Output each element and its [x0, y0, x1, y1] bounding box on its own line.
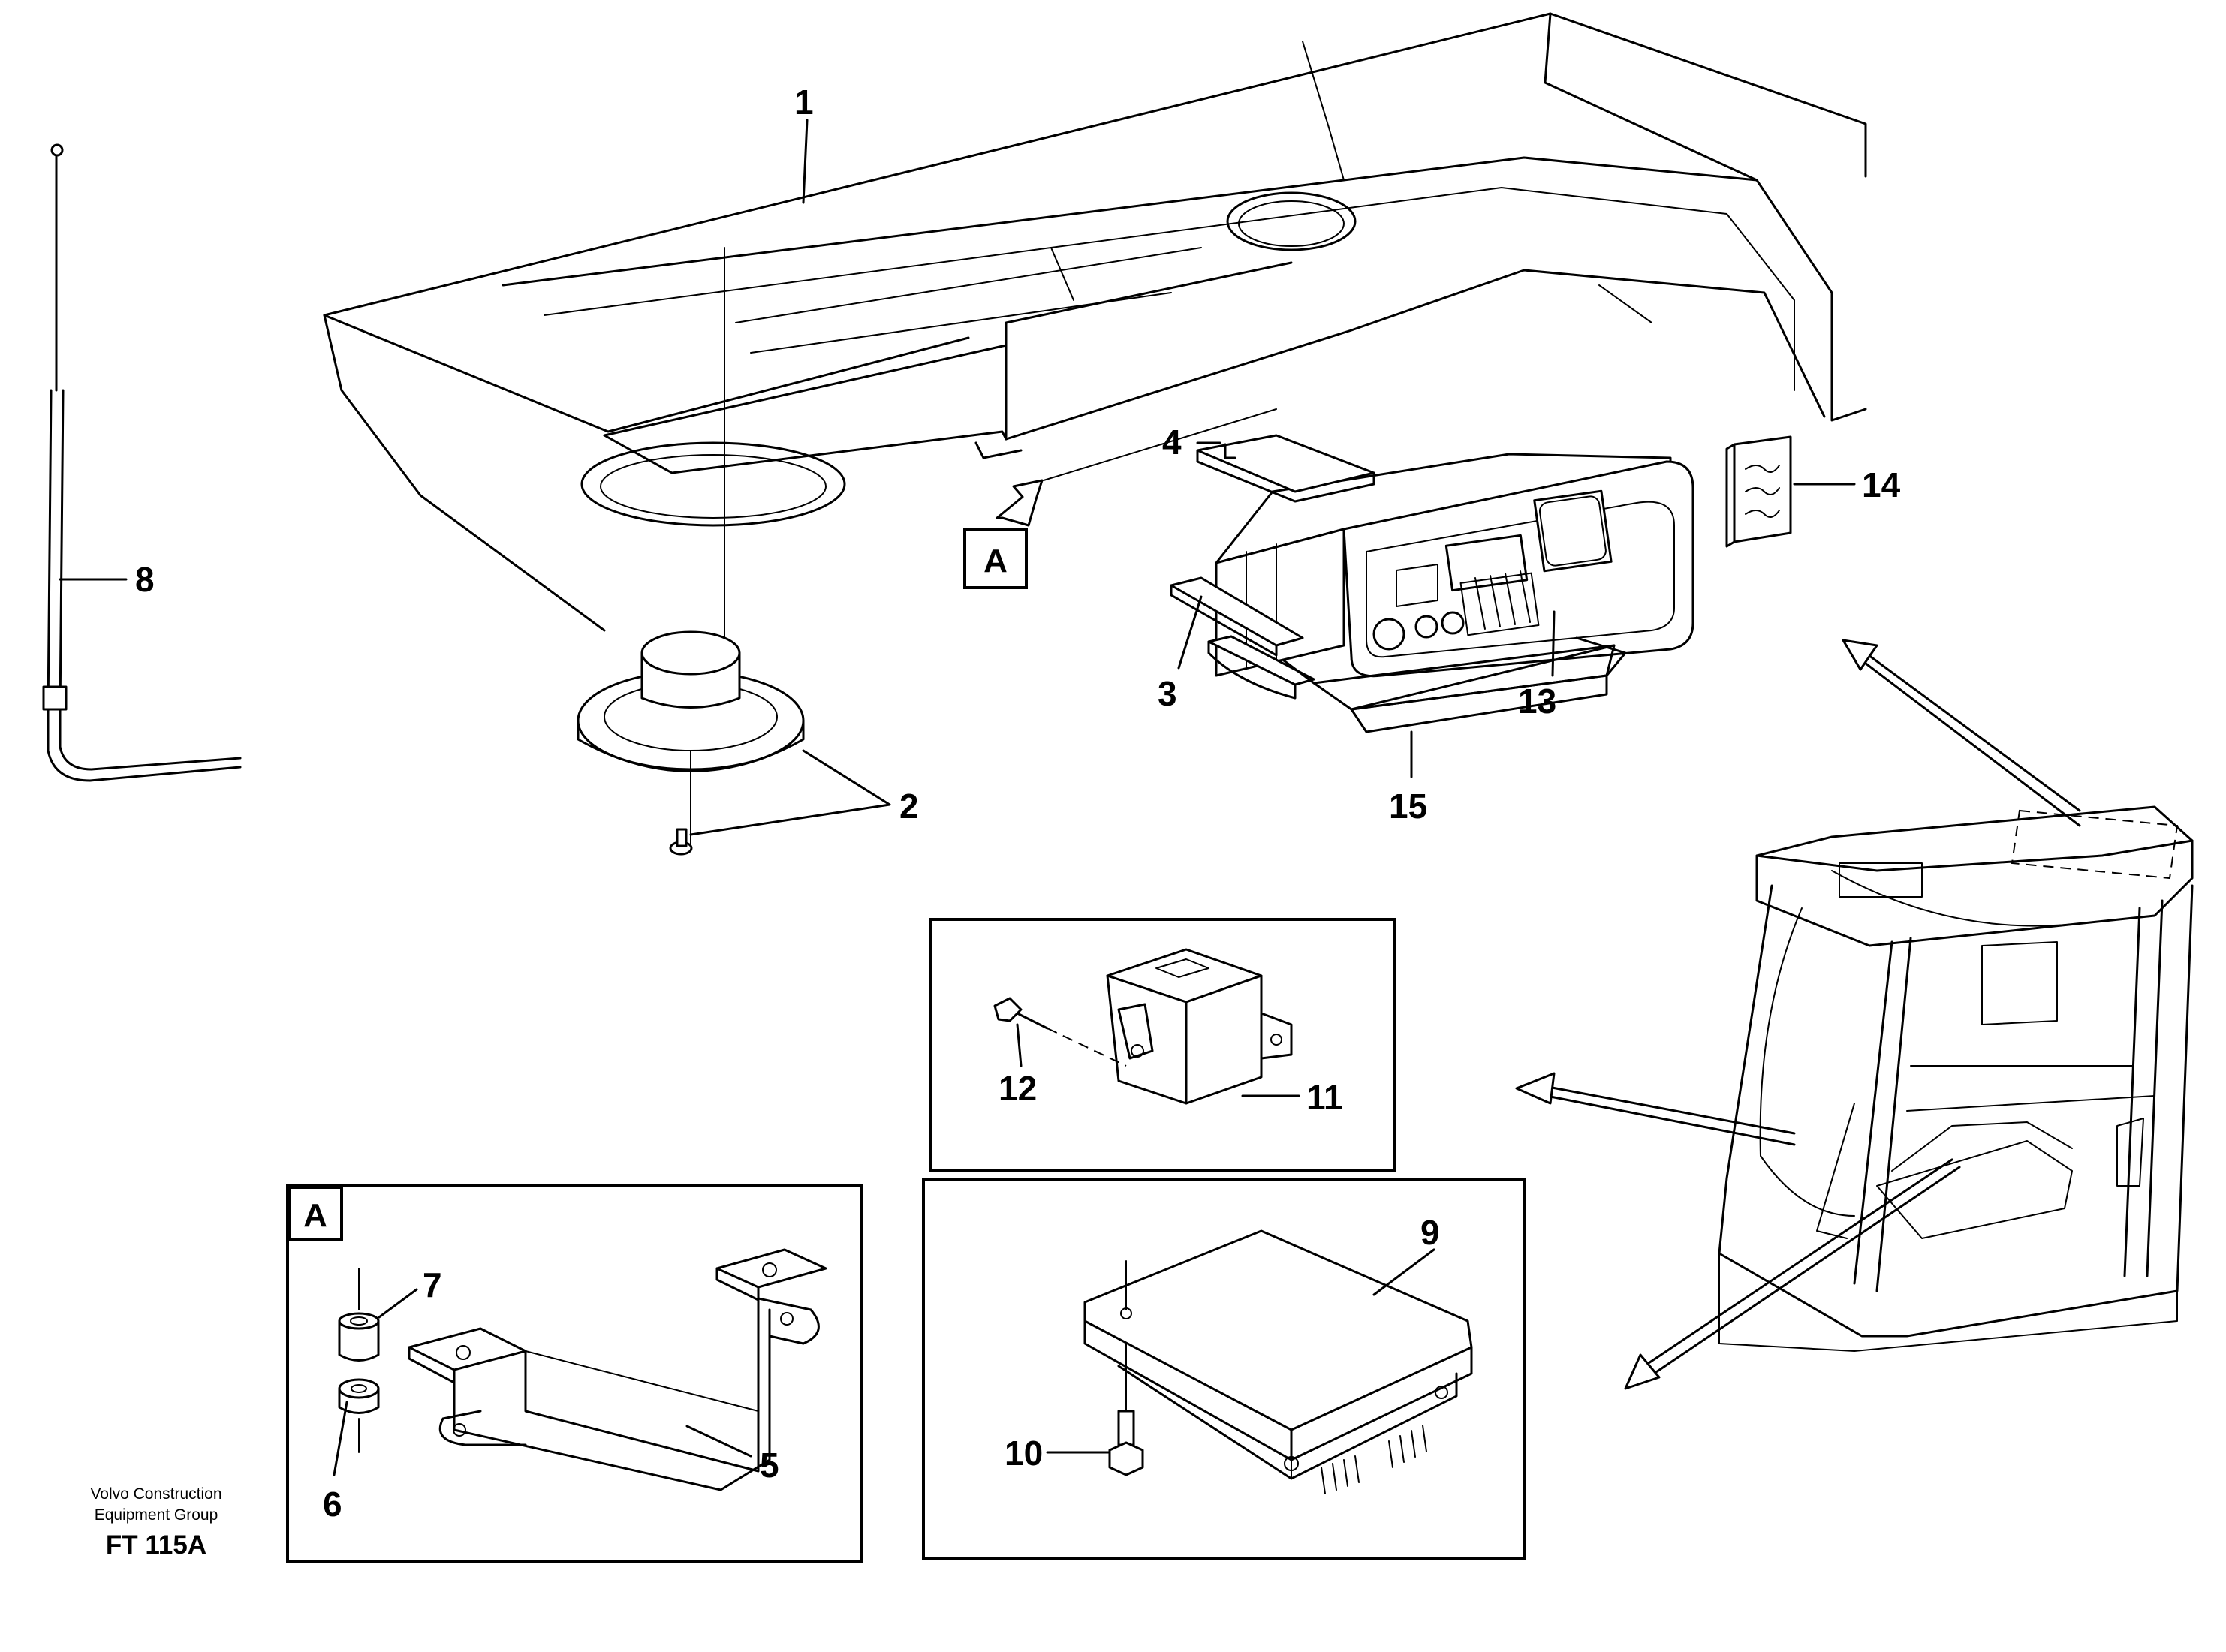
detail-box-a-letter: A: [303, 1197, 327, 1234]
screw-12: [993, 997, 1127, 1067]
leader-7: [378, 1288, 418, 1319]
leader-9: [1372, 1248, 1435, 1296]
label-3: 3: [1158, 674, 1177, 713]
detail-ref-letter: A: [983, 543, 1008, 579]
detail-box-ecu: [922, 1178, 1526, 1560]
label-5: 5: [760, 1446, 779, 1485]
leader-5: [685, 1425, 752, 1458]
speaker: [577, 247, 805, 856]
label-7: 7: [423, 1265, 442, 1304]
leader-3: [1177, 595, 1203, 670]
spacer-7: [338, 1268, 380, 1362]
footer-company-line2: Equipment Group: [95, 1506, 218, 1524]
nut-6: [338, 1378, 380, 1453]
mounting-plate-4: [1196, 434, 1375, 503]
mounting-bracket-3: [1170, 576, 1315, 700]
instruction-decal: [1725, 435, 1792, 548]
footer-company-line1: Volvo Construction: [90, 1485, 221, 1503]
bracket-5: [408, 1248, 827, 1491]
roof-console: [323, 12, 1867, 632]
antenna: [42, 143, 242, 782]
leader-4: [1224, 443, 1236, 459]
label-1: 1: [794, 83, 814, 122]
label-13: 13: [1518, 682, 1556, 721]
leader-6: [333, 1401, 348, 1476]
label-4: 4: [1162, 423, 1182, 462]
label-6: 6: [323, 1485, 342, 1524]
ecu-9: [1083, 1229, 1473, 1494]
leader-2: [689, 749, 891, 836]
label-11: 11: [1306, 1078, 1343, 1117]
detail-ref-box: [963, 528, 1028, 589]
detail-box-control-unit: [929, 918, 1396, 1172]
control-unit-11: [1106, 948, 1293, 1105]
cab-arrows: [1515, 639, 2081, 1390]
leader-1: [802, 119, 809, 204]
tray-15: [1282, 636, 1627, 733]
detail-ref-arrow: [996, 479, 1044, 527]
label-12: 12: [999, 1069, 1037, 1108]
label-8: 8: [135, 560, 155, 599]
label-15: 15: [1389, 787, 1427, 826]
label-9: 9: [1420, 1213, 1440, 1252]
label-14: 14: [1862, 465, 1901, 504]
footer-code: FT 115A: [106, 1530, 206, 1560]
detail-box-a: [286, 1184, 863, 1563]
label-2: 2: [899, 787, 919, 826]
label-10: 10: [1005, 1434, 1043, 1473]
detail-box-a-tab: [288, 1186, 343, 1241]
leader-13: [1551, 610, 1556, 677]
leader-12: [1016, 1023, 1023, 1067]
cab-overview: [1718, 805, 2194, 1352]
screw-10: [1108, 1343, 1144, 1476]
